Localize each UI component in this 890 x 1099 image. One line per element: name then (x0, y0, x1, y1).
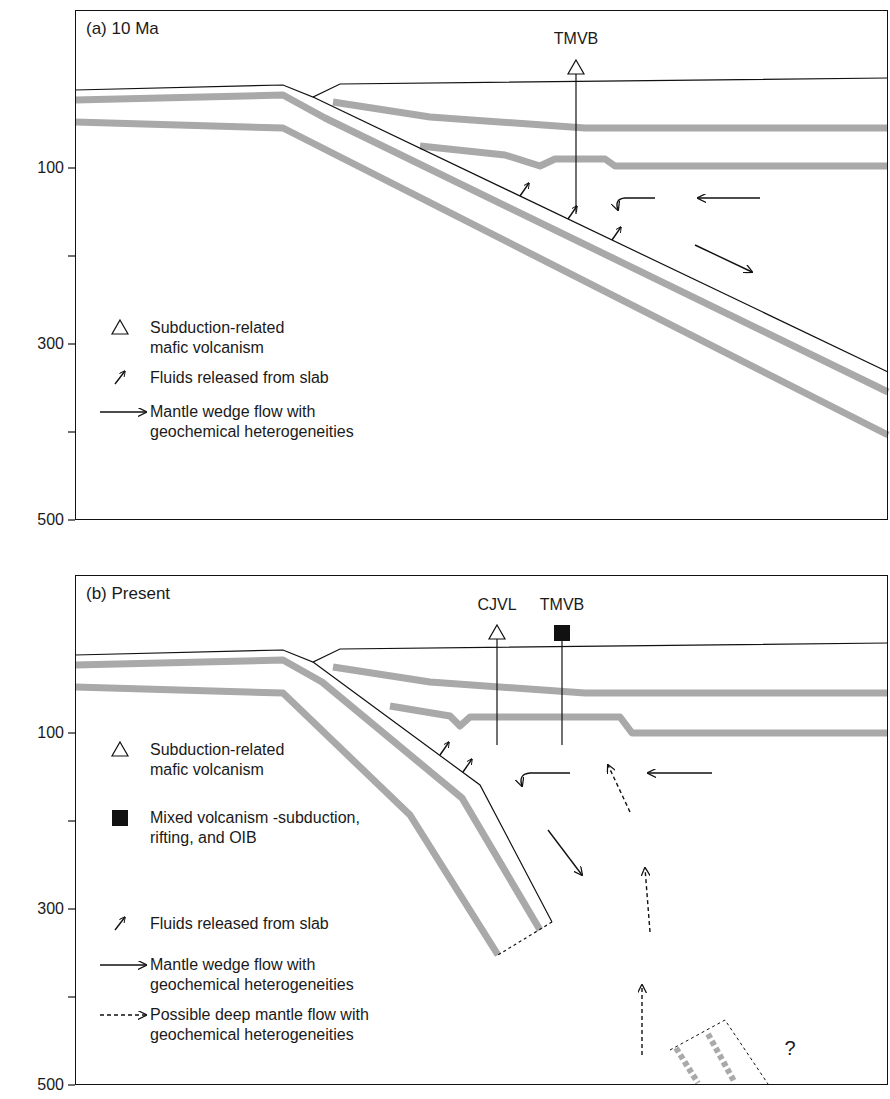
magma-path (496, 639, 497, 745)
axis-tick (68, 732, 75, 733)
triangle-symbol (112, 742, 128, 756)
magma-path (575, 74, 576, 214)
slab-top (75, 660, 540, 930)
flow-arrow (648, 772, 712, 773)
axis-tick (68, 996, 75, 997)
overriding-plate-boundary (333, 667, 888, 693)
lithosphere-base (420, 146, 888, 166)
legend-text: Mantle wedge flow with geochemical heter… (150, 402, 400, 442)
legend-swatch (112, 810, 128, 826)
legend-swatch (115, 917, 125, 930)
flow-hook-arrow (617, 198, 655, 210)
deep-flow-arrow-symbol (100, 1014, 146, 1015)
fluid-arrow (612, 227, 621, 240)
legend-swatch (112, 320, 128, 334)
volcano-label: CJVL (477, 595, 516, 614)
volcano-label: TMVB (554, 29, 598, 48)
legend-text: Subduction-related mafic volcanism (150, 318, 315, 358)
volcano-triangle (489, 625, 505, 639)
deep-flow-arrow (645, 868, 650, 932)
panel-title: (a) 10 Ma (86, 19, 159, 39)
flow-arrow (695, 245, 752, 272)
square-symbol (112, 810, 128, 826)
detached-slab-outline (670, 1020, 768, 1084)
axis-tick (68, 255, 75, 256)
depth-tick-label: 300 (37, 899, 64, 918)
surface-line (75, 78, 888, 97)
fluid-arrow (440, 742, 449, 755)
fluid-arrow (463, 759, 472, 772)
fluid-arrow-symbol (115, 371, 125, 384)
slab-bottom (75, 122, 888, 435)
flow-arrow-symbol (100, 411, 146, 412)
legend-text: Subduction-related mafic volcanism (150, 740, 315, 780)
depth-axis (68, 168, 75, 1085)
detached-slab (676, 1048, 698, 1083)
flow-arrow-symbol (100, 964, 146, 965)
depth-tick-label: 100 (37, 723, 64, 742)
legend-text: Mantle wedge flow with geochemical heter… (150, 955, 400, 995)
panel-title: (b) Present (86, 584, 170, 604)
depth-tick-label: 500 (37, 510, 64, 529)
legend-text: Fluids released from slab (150, 368, 400, 388)
axis-tick (68, 820, 75, 821)
depth-tick-label: 300 (37, 334, 64, 353)
question-mark: ? (784, 1036, 795, 1060)
volcano-triangle (568, 60, 584, 74)
legend-text: Fluids released from slab (150, 914, 400, 934)
axis-tick (68, 1084, 75, 1085)
legend-swatch (100, 412, 146, 413)
panel-a-art (75, 60, 888, 435)
legend-swatch (115, 371, 125, 384)
mixed-volcanism-square (554, 625, 570, 641)
slab-end (498, 922, 552, 955)
legend-text: Mixed volcanism -subduction, rifting, an… (150, 808, 385, 848)
flow-arrow (698, 197, 760, 198)
axis-tick (68, 167, 75, 168)
depth-tick-label: 100 (37, 158, 64, 177)
surface-line (75, 643, 888, 662)
slab-surface (313, 97, 888, 372)
depth-tick-label: 500 (37, 1075, 64, 1094)
legend-swatch (112, 742, 128, 756)
legend-symbols (100, 320, 146, 1015)
legend-swatch (100, 1015, 146, 1016)
magma-path (561, 641, 562, 745)
panel-frame: (a) 10 Ma (75, 10, 888, 520)
legend-text: Possible deep mantle flow with geochemic… (150, 1005, 400, 1045)
flow-hook-arrow (521, 773, 570, 786)
axis-tick (68, 519, 75, 520)
slab-surface (313, 662, 552, 922)
deep-flow-arrow (641, 985, 642, 1055)
slab-top (75, 95, 888, 392)
legend-swatch (100, 965, 146, 966)
overriding-plate-boundary (333, 102, 888, 128)
detached-slab (708, 1034, 735, 1083)
axis-tick (68, 431, 75, 432)
fluid-arrow-symbol (115, 917, 125, 930)
deep-flow-arrow (608, 765, 630, 812)
fluid-arrow (520, 183, 529, 196)
flow-arrow (548, 830, 582, 875)
lithosphere-base (390, 706, 888, 733)
axis-tick (68, 343, 75, 344)
volcano-label: TMVB (540, 595, 584, 614)
axis-tick (68, 908, 75, 909)
slab-bottom (75, 687, 498, 955)
fluid-arrow (568, 206, 577, 219)
triangle-symbol (112, 320, 128, 334)
panel-b-art (75, 625, 888, 1084)
